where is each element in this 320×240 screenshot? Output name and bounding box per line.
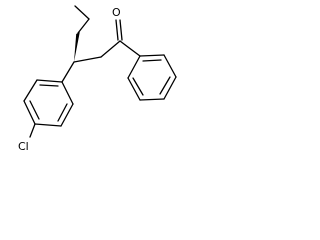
- chlorine-atom-label: Cl: [18, 140, 29, 153]
- phenyl-inner-double-3: [132, 77, 144, 96]
- oxygen-atom-label: O: [112, 6, 121, 19]
- chlorophenyl-bond-2: [23, 79, 38, 102]
- carbonyl-double-bond-a: [115, 19, 119, 41]
- phenyl-bond-5: [127, 77, 141, 101]
- phenyl-inner-double-2: [159, 76, 171, 95]
- phenyl-bond-2: [163, 54, 177, 78]
- chlorophenyl-bond-5: [60, 103, 74, 127]
- chlorophenyl-ring: [23, 61, 75, 127]
- c3-c2-bond: [73, 56, 102, 63]
- c1-phenyl-bond: [119, 40, 141, 57]
- stereo-wedge-bond: [74, 32, 80, 62]
- phenyl-bond-6: [127, 55, 141, 79]
- phenyl-bond-4: [139, 98, 165, 101]
- chlorine-substituent: Cl: [18, 123, 36, 153]
- chlorophenyl-bond-6: [61, 81, 74, 105]
- ethyl-ch2-bond: [74, 5, 90, 20]
- phenyl-bond-3: [163, 76, 177, 100]
- chlorophenyl-inner-double-2: [29, 100, 40, 120]
- carbonyl-double-bond-b: [119, 19, 123, 41]
- phenyl-bond-1: [139, 54, 165, 57]
- chlorophenyl-bond-3: [23, 100, 36, 125]
- chlorophenyl-bond-4: [34, 123, 62, 127]
- chlorophenyl-inner-double-3: [57, 103, 68, 122]
- chlorophenyl-bond-1: [36, 79, 63, 83]
- c-cl-bond: [29, 123, 36, 138]
- ethyl-group: [74, 5, 90, 34]
- chemical-structure: O Cl: [18, 5, 177, 153]
- c2-c1-bond: [100, 40, 121, 58]
- chlorophenyl-inner-double-1: [39, 84, 59, 87]
- phenyl-inner-double-1: [142, 59, 162, 62]
- c3-chlorophenyl-bond: [61, 61, 75, 83]
- ethyl-ch3-bond: [77, 18, 90, 34]
- carbonyl-group: O: [112, 6, 123, 41]
- backbone: [73, 40, 121, 63]
- phenyl-ring: [119, 40, 177, 101]
